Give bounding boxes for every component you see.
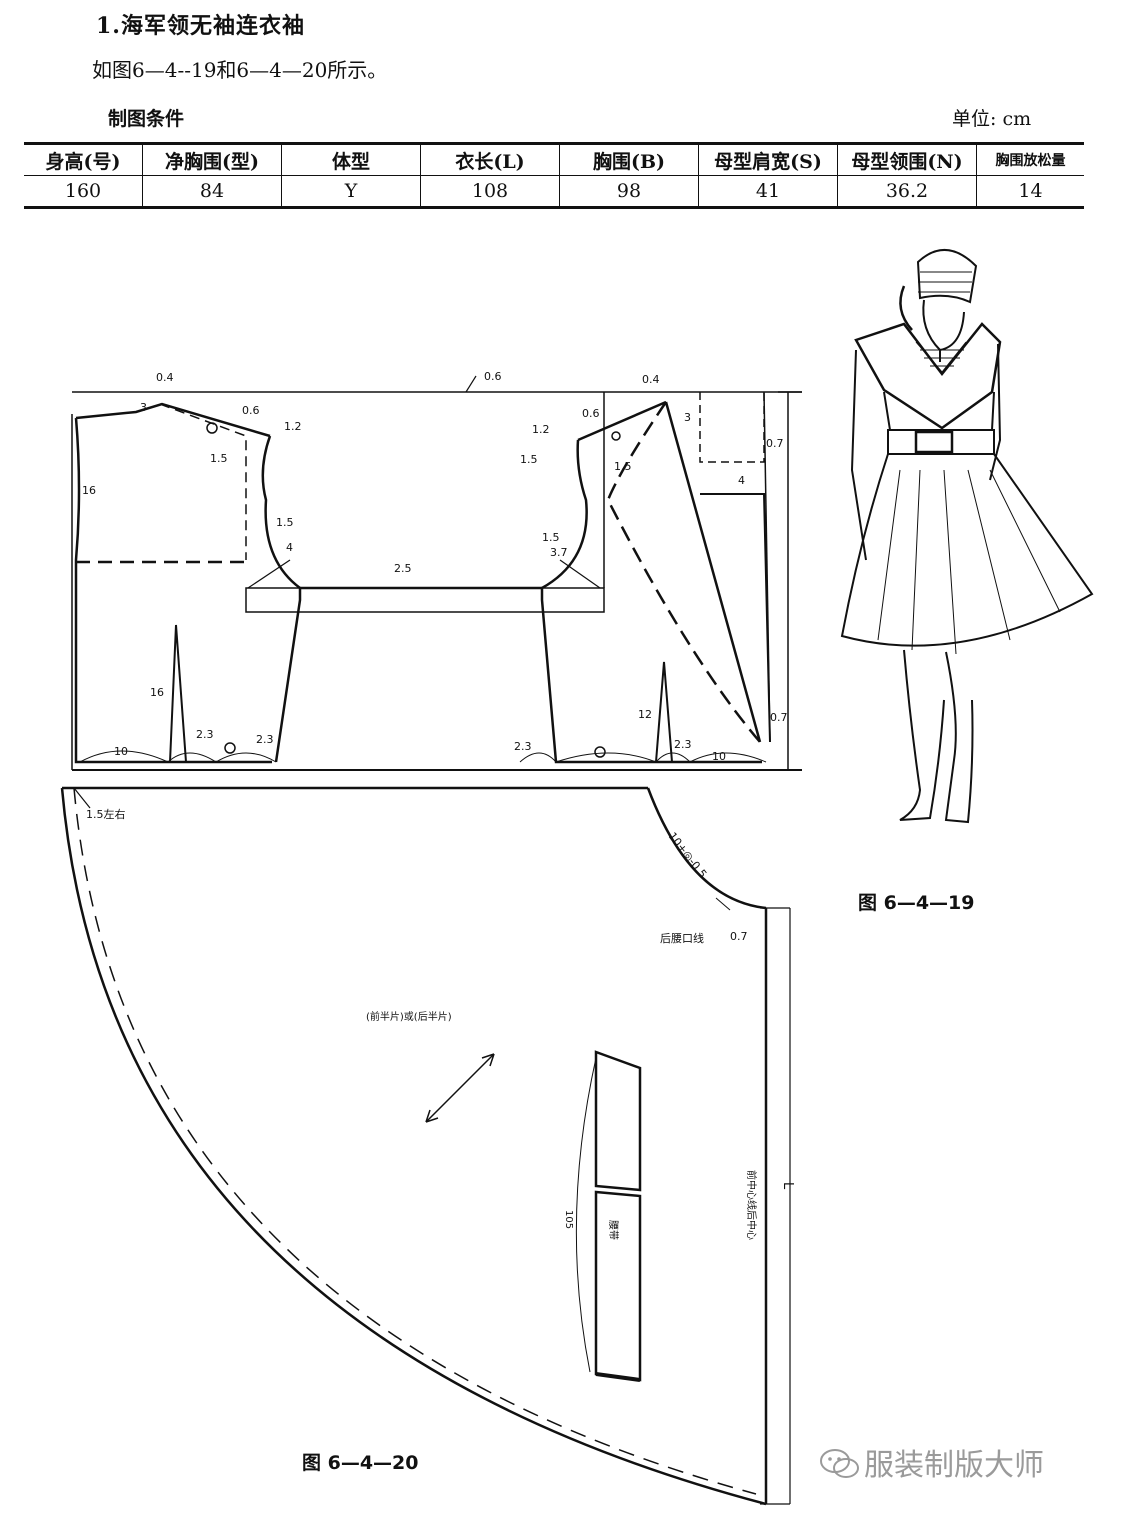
back-0-6: 0.6: [242, 404, 260, 417]
front-2-3-a: 2.3: [514, 740, 532, 753]
spec-value-shoulder: 41: [698, 175, 838, 209]
spec-value-height: 160: [24, 175, 143, 209]
front-hem-marker-icon: [594, 746, 606, 758]
back-2-3-b: 2.3: [256, 733, 274, 746]
skirt-waist-formula: 10+◎-0.5: [666, 830, 710, 881]
bodice-labels: 0.4 0.6 0.4 3 3 0.6 1.2 1.5 1.5 4 16 2.5…: [82, 370, 788, 763]
skirt-waist-0-7: 0.7: [730, 930, 748, 943]
spec-value-row: 160 84 Y 108 98 41 36.2 14: [24, 175, 1084, 209]
back-shoulder-line: [75, 402, 271, 438]
back-dart: [169, 624, 187, 763]
back-1-5-a: 1.5: [210, 452, 228, 465]
front-collar-dashed: [606, 401, 761, 743]
front-dart: [655, 661, 673, 763]
back-shoulder-drop: 0.4: [156, 371, 174, 384]
front-hem-10: 10: [712, 750, 726, 763]
mid-2-5: 2.5: [394, 562, 412, 575]
wechat-icon: [820, 1449, 859, 1478]
front-shoulder-line: [577, 400, 667, 442]
spec-table: 身高(号) 净胸围(型) 体型 衣长(L) 胸围(B) 母型肩宽(S) 母型领围…: [24, 142, 1084, 209]
skirt: [840, 453, 1094, 647]
skirt-waist-curve: [646, 787, 767, 910]
front-0-6: 0.6: [582, 407, 600, 420]
unit-label: 单位: cm: [952, 108, 1032, 130]
skirt-length-mark: L: [780, 1182, 795, 1190]
front-neck-3: 3: [684, 411, 691, 424]
back-armhole: [261, 435, 301, 590]
back-neck-3: 3: [140, 401, 147, 414]
skirt-waist-line: 后腰口线: [660, 931, 704, 945]
section-title: 1.海军领无袖连衣袖: [96, 13, 305, 39]
front-dart-12: 12: [638, 708, 652, 721]
spec-header-bust-ease: 胸围放松量: [976, 142, 1084, 176]
front-4: 4: [738, 474, 745, 487]
grain-line-arrow-icon: [425, 1053, 495, 1123]
waist-belt: [887, 429, 995, 455]
front-0-7-top: 0.7: [766, 437, 784, 450]
belt-piece-upper: [594, 1050, 642, 1192]
spec-header-row: 身高(号) 净胸围(型) 体型 衣长(L) 胸围(B) 母型肩宽(S) 母型领围…: [24, 142, 1084, 176]
figure-caption-20: 图 6—4—20: [302, 1452, 419, 1474]
back-dart-16: 16: [150, 686, 164, 699]
belt-length: 105: [563, 1210, 574, 1229]
skirt-draft: [60, 786, 791, 1506]
front-1-2: 1.2: [532, 423, 550, 436]
watermark-text: 服装制版大师: [864, 1448, 1044, 1483]
front-armhole: [541, 439, 588, 590]
skirt-labels: 1.5左右 10+◎-0.5 后腰口线 0.7 (前半片)或(后半片) 105 …: [86, 807, 795, 1240]
back-hem-10: 10: [114, 745, 128, 758]
spec-value-bust: 98: [559, 175, 699, 209]
back-2-3-a: 2.3: [196, 728, 214, 741]
bodice-draft: [71, 375, 802, 771]
spec-value-bust-net: 84: [142, 175, 282, 209]
spec-value-neck: 36.2: [837, 175, 977, 209]
back-marker-icon: [206, 422, 218, 434]
skirt-left-ease: 1.5左右: [86, 807, 126, 821]
back-hem-marker-icon: [224, 742, 236, 754]
belt-label: 腰带: [607, 1220, 619, 1240]
front-0-7-bottom: 0.7: [770, 711, 788, 724]
front-1-5-a: 1.5: [520, 453, 538, 466]
back-16: 16: [82, 484, 96, 497]
front-3-7: 3.7: [550, 546, 568, 559]
front-1-5-b: 1.5: [614, 460, 632, 473]
belt-buckle-icon: [914, 430, 954, 454]
back-side-outline: [74, 417, 272, 764]
spec-header-length: 衣长(L): [420, 142, 560, 176]
spec-header-shoulder: 母型肩宽(S): [698, 142, 838, 176]
front-lapel-line: [664, 401, 762, 743]
front-side-seam: [540, 588, 762, 764]
back-4: 4: [286, 541, 293, 554]
face-icon: [922, 299, 965, 352]
spec-header-bust-net: 净胸围(型): [142, 142, 282, 176]
dress-illustration: [840, 248, 1094, 824]
skirt-seam-allowance: [73, 787, 757, 1495]
front-2-3-b: 2.3: [674, 738, 692, 751]
skirt-hem-curve: [60, 787, 767, 1506]
figure-caption-19: 图 6—4—19: [858, 892, 975, 914]
conditions-label: 制图条件: [108, 108, 185, 130]
figure-reference: 如图6—4--19和6—4—20所示。: [92, 58, 388, 82]
back-side-seam: [274, 588, 302, 763]
spec-value-bust-ease: 14: [976, 175, 1084, 209]
top-dip: 0.6: [484, 370, 502, 383]
spec-value-length: 108: [420, 175, 560, 209]
belt-length-dimension: [575, 1057, 597, 1373]
front-1-5-c: 1.5: [542, 531, 560, 544]
skirt-center-label: 前中心线后中心: [745, 1170, 758, 1240]
back-1-2: 1.2: [284, 420, 302, 433]
skirt-panel-name: (前半片)或(后半片): [366, 1010, 452, 1023]
front-shoulder-drop: 0.4: [642, 373, 660, 386]
sailor-collar: [854, 322, 1002, 430]
front-marker-icon: [611, 431, 621, 441]
sailor-hat-icon: [916, 248, 978, 304]
spec-value-body-type: Y: [281, 175, 421, 209]
spec-header-neck: 母型领围(N): [837, 142, 977, 176]
back-1-5-b: 1.5: [276, 516, 294, 529]
spec-header-bust: 胸围(B): [559, 142, 699, 176]
